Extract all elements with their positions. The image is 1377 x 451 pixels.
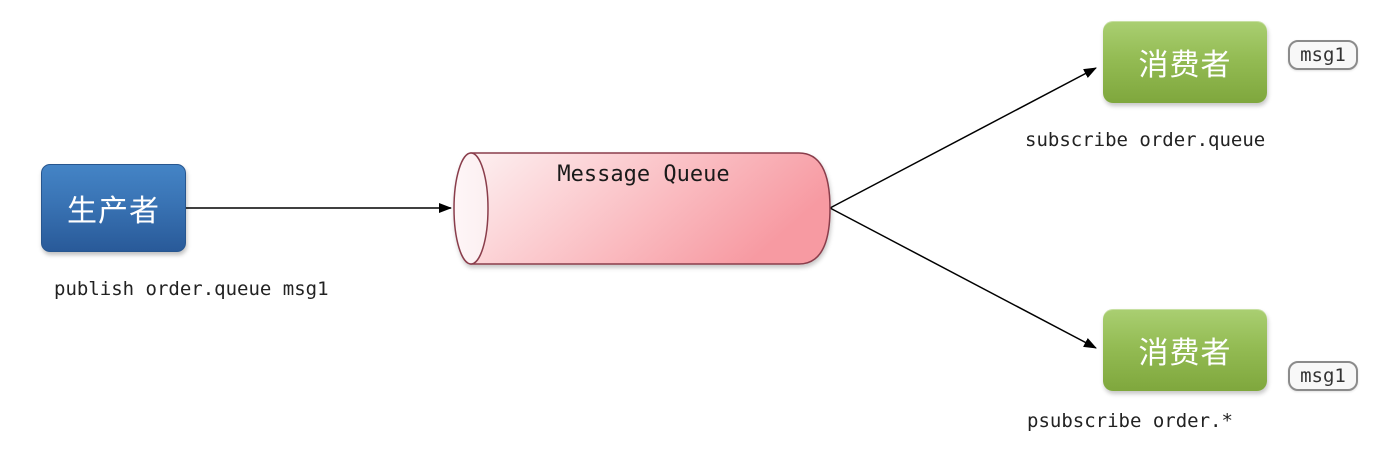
producer-label: 生产者 xyxy=(67,194,160,229)
consumer2-badge-label: msg1 xyxy=(1300,365,1346,387)
consumer1-label: 消费者 xyxy=(1138,48,1232,83)
queue-label: Message Queue xyxy=(557,162,730,187)
consumer2-label: 消费者 xyxy=(1138,336,1232,371)
cylinder-cap xyxy=(453,152,489,265)
consumer1-caption: subscribe order.queue xyxy=(1025,129,1266,151)
consumer2-message-badge: msg1 xyxy=(1288,361,1358,391)
message-queue-cylinder xyxy=(453,152,831,265)
consumer2-caption: psubscribe order.* xyxy=(1027,410,1233,432)
queue-to-consumer2-arrow xyxy=(829,207,1097,349)
consumer1-badge-label: msg1 xyxy=(1300,44,1346,66)
producer-caption: publish order.queue msg1 xyxy=(54,278,329,300)
queue-to-consumer1-arrow xyxy=(829,67,1097,209)
cylinder-body xyxy=(470,152,831,265)
consumer2-node: 消费者 xyxy=(1103,309,1267,391)
consumer1-message-badge: msg1 xyxy=(1288,40,1358,70)
producer-node: 生产者 xyxy=(41,164,186,252)
consumer1-node: 消费者 xyxy=(1103,21,1267,103)
